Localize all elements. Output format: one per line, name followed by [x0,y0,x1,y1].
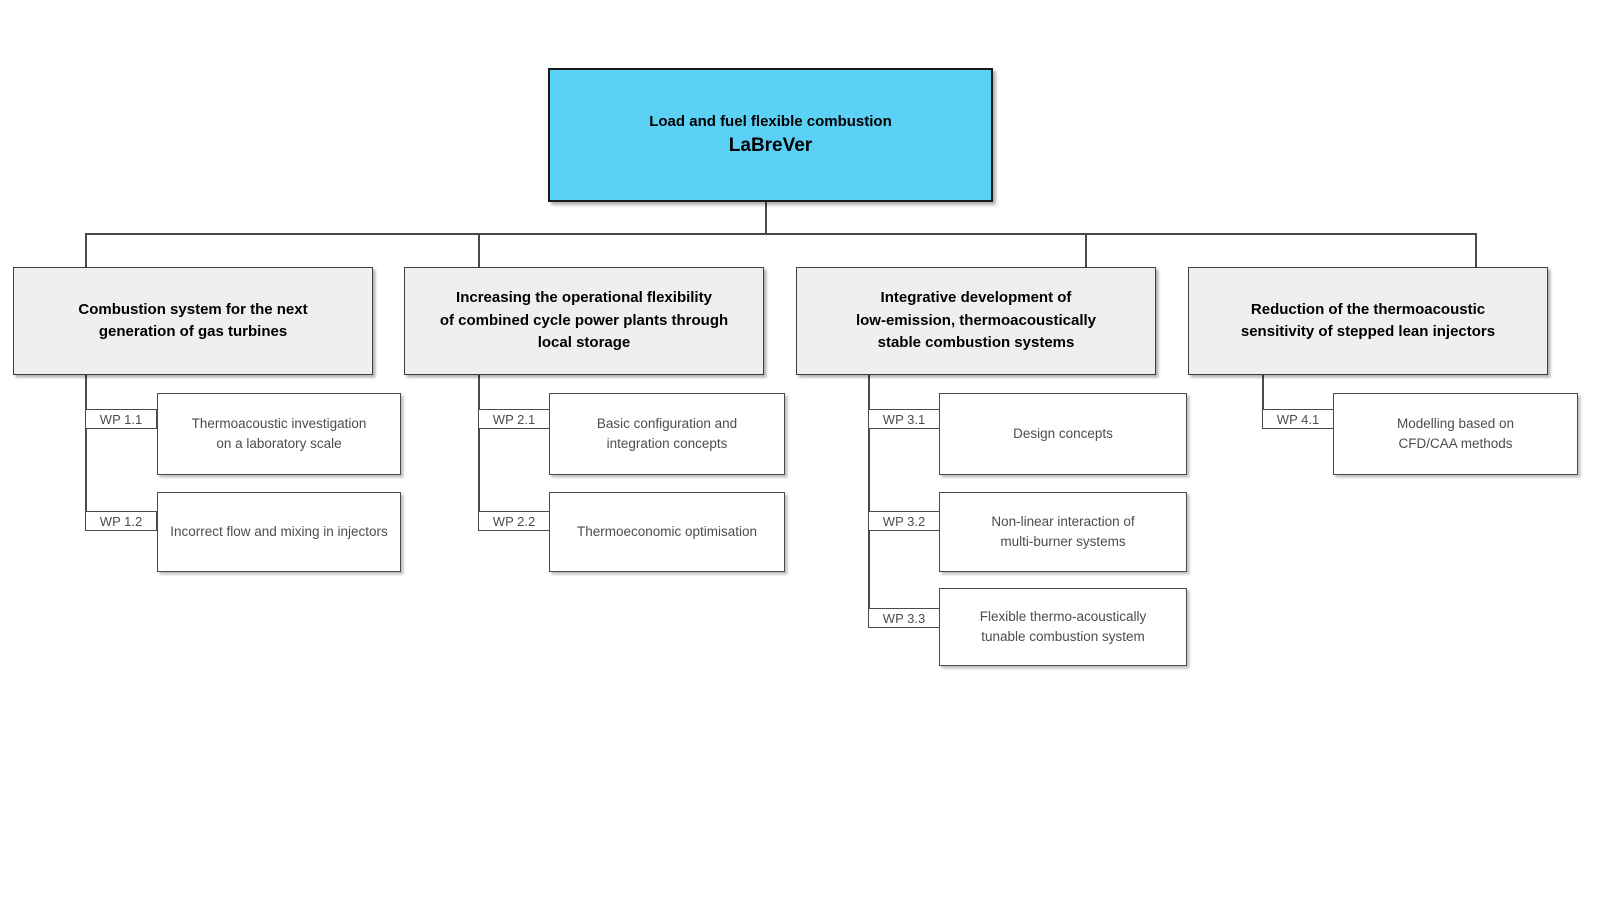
branch-title: Increasing the operational flexibility o… [439,289,729,352]
wp-id: WP 4.1 [1276,411,1320,427]
branch-title: Combustion system for the next generatio… [78,300,308,341]
wp-node-2-1: Basic configuration and integration conc… [549,393,785,475]
wp-node-4-1: Modelling based on CFD/CAA methods [1333,393,1578,475]
wp-label-3-1: WP 3.1 [868,409,940,429]
connector-drop-branch-4 [1475,233,1477,267]
branch-node-1: Combustion system for the next generatio… [13,267,373,375]
wp-node-1-2: Incorrect flow and mixing in injectors [157,492,401,572]
connector-wp-stem-branch-3 [868,375,870,628]
connector-drop-branch-3 [1085,233,1087,267]
connector-drop-branch-2 [478,233,480,267]
branch-node-2: Increasing the operational flexibility o… [404,267,764,375]
wp-description: Modelling based on CFD/CAA methods [1396,416,1515,451]
wp-id: WP 2.2 [492,513,536,529]
wp-label-3-3: WP 3.3 [868,608,940,628]
wp-description: Non-linear interaction of multi-burner s… [991,514,1135,549]
connector-wp-stem-branch-4 [1262,375,1264,429]
wp-id: WP 2.1 [492,411,536,427]
wp-label-2-2: WP 2.2 [478,511,550,531]
wp-label-3-2: WP 3.2 [868,511,940,531]
wp-id: WP 1.2 [99,513,143,529]
wp-id: WP 1.1 [99,411,143,427]
wp-description: Thermoeconomic optimisation [576,524,758,540]
branch-title: Integrative development of low-emission,… [855,289,1097,352]
connector-drop-branch-1 [85,233,87,267]
wp-id: WP 3.3 [882,610,926,626]
root-acronym: LaBreVer [728,134,813,156]
wp-label-4-1: WP 4.1 [1262,409,1334,429]
wp-node-2-2: Thermoeconomic optimisation [549,492,785,572]
branch-node-4: Reduction of the thermoacoustic sensitiv… [1188,267,1548,375]
wp-node-1-1: Thermoacoustic investigation on a labora… [157,393,401,475]
wp-node-3-1: Design concepts [939,393,1187,475]
wp-label-1-2: WP 1.2 [85,511,157,531]
wp-description: Basic configuration and integration conc… [596,416,738,451]
wp-label-1-1: WP 1.1 [85,409,157,429]
connector-main-horizontal [85,233,1477,235]
wp-node-3-3: Flexible thermo-acoustically tunable com… [939,588,1187,666]
wp-node-3-2: Non-linear interaction of multi-burner s… [939,492,1187,572]
root-title: Load and fuel flexible combustion [649,113,892,131]
wp-description: Incorrect flow and mixing in injectors [170,524,388,540]
wp-description: Flexible thermo-acoustically tunable com… [979,609,1147,644]
wp-description: Design concepts [1013,426,1113,442]
connector-wp-stem-branch-1 [85,375,87,531]
wp-id: WP 3.1 [882,411,926,427]
wp-id: WP 3.2 [882,513,926,529]
connector-root-stem [765,202,767,233]
wp-label-2-1: WP 2.1 [478,409,550,429]
root-node: Load and fuel flexible combustion LaBreV… [548,68,993,202]
branch-node-3: Integrative development of low-emission,… [796,267,1156,375]
connector-wp-stem-branch-2 [478,375,480,531]
wp-description: Thermoacoustic investigation on a labora… [191,416,367,451]
branch-title: Reduction of the thermoacoustic sensitiv… [1240,300,1496,341]
